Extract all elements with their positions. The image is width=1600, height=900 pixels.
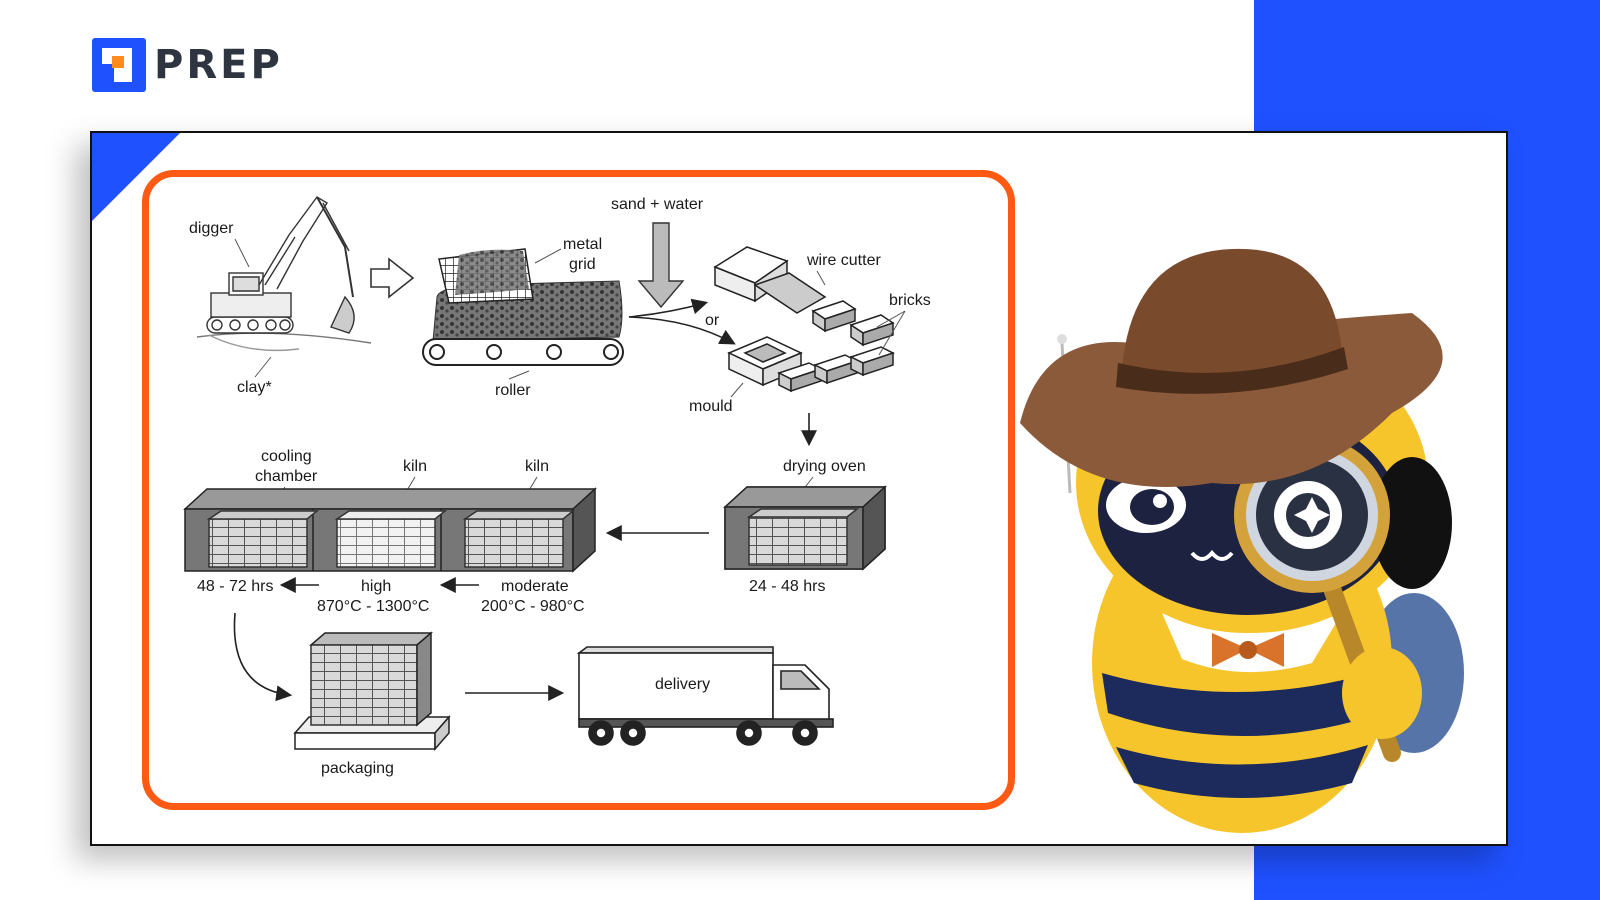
drying-time-label: 24 - 48 hrs bbox=[749, 578, 825, 595]
grid-label: grid bbox=[569, 256, 596, 273]
bee-detective-mascot bbox=[1020, 248, 1464, 833]
clay-label: clay* bbox=[237, 379, 272, 396]
conveyor-roller-illustration bbox=[422, 280, 624, 366]
packaging-illustration bbox=[293, 631, 451, 751]
wire-cutter-illustration bbox=[713, 246, 895, 347]
corner-triangle-decoration bbox=[92, 133, 180, 221]
sand-water-label: sand + water bbox=[611, 196, 704, 213]
chamber-label: chamber bbox=[255, 468, 318, 485]
drying-oven-illustration bbox=[723, 485, 887, 571]
content-frame: digger clay* metal grid roller bbox=[90, 131, 1508, 846]
metal-label: metal bbox=[563, 236, 602, 253]
prep-logo-icon bbox=[92, 38, 146, 92]
high-temp-label: 870°C - 1300°C bbox=[317, 598, 429, 615]
digger-illustration bbox=[196, 196, 372, 352]
kiln-tunnel-illustration bbox=[183, 487, 597, 573]
hollow-arrow-to-grid bbox=[370, 257, 415, 299]
delivery-label: delivery bbox=[655, 676, 710, 693]
roller-label: roller bbox=[495, 382, 531, 399]
mould-label: mould bbox=[689, 398, 733, 415]
packaging-label: packaging bbox=[321, 760, 394, 777]
wire-cutter-label: wire cutter bbox=[806, 252, 881, 269]
digger-label: digger bbox=[189, 220, 234, 237]
prep-logo[interactable]: PREP bbox=[92, 38, 283, 92]
brand-name: PREP bbox=[154, 42, 283, 88]
kiln-1-label: kiln bbox=[403, 458, 427, 475]
or-label: or bbox=[705, 312, 720, 329]
moderate-label: moderate bbox=[501, 578, 569, 595]
metal-grid-illustration bbox=[438, 248, 534, 304]
process-diagram-svg: digger clay* metal grid roller bbox=[183, 196, 931, 777]
drying-oven-label: drying oven bbox=[783, 458, 866, 475]
kiln-2-label: kiln bbox=[525, 458, 549, 475]
moderate-temp-label: 200°C - 980°C bbox=[481, 598, 585, 615]
sand-water-arrow bbox=[637, 222, 685, 309]
cooling-time-label: 48 - 72 hrs bbox=[197, 578, 273, 595]
bow-tie-icon bbox=[1212, 633, 1284, 667]
delivery-truck-illustration bbox=[576, 646, 834, 746]
high-label: high bbox=[361, 578, 391, 595]
mould-illustration bbox=[727, 336, 895, 393]
brick-process-diagram: digger clay* metal grid roller bbox=[142, 170, 1015, 810]
detective-hat-icon bbox=[1020, 248, 1443, 487]
cooling-label: cooling bbox=[261, 448, 312, 465]
bricks-label: bricks bbox=[889, 292, 931, 309]
